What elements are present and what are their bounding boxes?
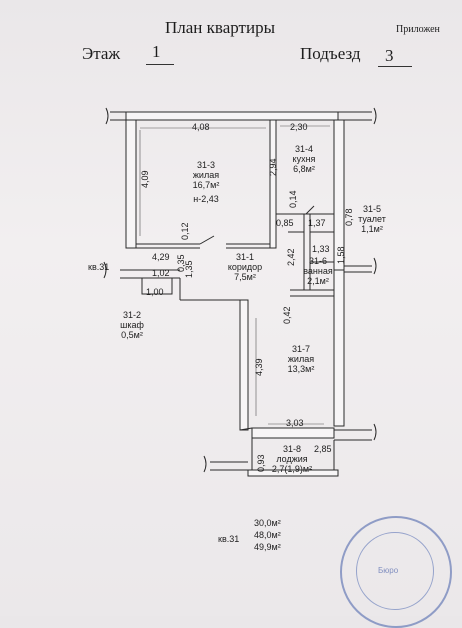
room-31-8-area: 2,7(1,9)м² bbox=[271, 464, 313, 474]
right-wall-lower bbox=[333, 269, 345, 427]
room-31-2: 31-2 шкаф 0,5м² bbox=[112, 310, 152, 340]
room-31-1-area: 7,5м² bbox=[234, 272, 256, 282]
room-31-5: 31-5 туалет 1,1м² bbox=[352, 204, 392, 234]
dim-242: 2,42 bbox=[286, 248, 296, 266]
loggia-corner bbox=[239, 427, 253, 431]
total-area: 48,0м² bbox=[254, 530, 281, 540]
appendix-label: Приложен bbox=[396, 24, 440, 35]
official-stamp: Бюро bbox=[340, 516, 452, 628]
room-31-6: 31-6 ванная 2,1м² bbox=[298, 256, 338, 286]
entrance-value: 3 bbox=[385, 46, 394, 65]
dim-085: 0,85 bbox=[276, 218, 294, 228]
wall-3-bottom-right bbox=[226, 243, 270, 249]
wall-break-right-2 bbox=[344, 265, 372, 273]
room-31-4-area: 6,8м² bbox=[293, 164, 315, 174]
entrance-underline bbox=[378, 66, 412, 67]
room-31-7: 31-7 жилая 13,3м² bbox=[276, 344, 326, 374]
room-31-8-id: 31-8 bbox=[282, 444, 301, 454]
dim-135: 1,35 bbox=[184, 260, 194, 278]
room-31-3: 31-3 жилая 16,7м² н-2,43 bbox=[176, 160, 236, 204]
dim-409: 4,09 bbox=[140, 170, 150, 188]
room-31-7-name: жилая bbox=[287, 354, 315, 364]
dim-137: 1,37 bbox=[308, 218, 326, 228]
room-31-3-area: 16,7м² bbox=[192, 180, 220, 190]
dim-100: 1,00 bbox=[146, 287, 164, 297]
floor-label: Этаж bbox=[82, 44, 121, 63]
room-31-3-height: н-2,43 bbox=[193, 194, 219, 204]
room-31-4: 31-4 кухня 6,8м² bbox=[284, 144, 324, 174]
room-31-3-name: жилая bbox=[192, 170, 220, 180]
room-31-8: 31-8 лоджия 2,7(1,9)м² bbox=[262, 444, 322, 474]
room-31-2-id: 31-2 bbox=[122, 310, 141, 320]
floor-underline bbox=[146, 64, 174, 65]
wall-break-right bbox=[338, 111, 372, 121]
room-31-6-id: 31-6 bbox=[308, 256, 327, 266]
break-mark-left bbox=[105, 107, 109, 125]
dim-133: 1,33 bbox=[312, 244, 330, 254]
room-31-4-name: кухня bbox=[292, 154, 316, 164]
loggia-parapet bbox=[247, 469, 339, 477]
dim-294: 2,94 bbox=[268, 158, 278, 176]
wall-break-left bbox=[110, 111, 126, 121]
dim-042: 0,42 bbox=[282, 306, 292, 324]
dim-230: 2,30 bbox=[290, 122, 308, 132]
break-mark-right-2 bbox=[373, 257, 377, 275]
top-wall bbox=[125, 111, 339, 121]
wall-7-top bbox=[290, 289, 334, 297]
left-wall-room7 bbox=[239, 299, 249, 431]
wall-corridor-left bbox=[120, 269, 180, 279]
dim-408: 4,08 bbox=[192, 122, 210, 132]
room-31-1-name: коридор bbox=[227, 262, 263, 272]
wall-break-right-3 bbox=[334, 429, 372, 441]
room-31-5-name: туалет bbox=[358, 214, 386, 224]
room-31-1: 31-1 коридор 7,5м² bbox=[220, 252, 270, 282]
room-31-3-id: 31-3 bbox=[196, 160, 215, 170]
room-31-1-id: 31-1 bbox=[235, 252, 254, 262]
break-mark-right-3 bbox=[373, 423, 377, 441]
room-31-6-area: 2,1м² bbox=[307, 276, 329, 286]
dim-012: 0,12 bbox=[180, 222, 190, 240]
plan-title: План квартиры bbox=[165, 18, 275, 37]
room-31-8-name: лоджия bbox=[276, 454, 308, 464]
room-31-5-id: 31-5 bbox=[362, 204, 381, 214]
door-3 bbox=[199, 235, 215, 245]
break-mark-left-2 bbox=[103, 261, 107, 279]
wall-break-bottom bbox=[210, 461, 248, 471]
wall-3-4 bbox=[269, 119, 277, 249]
room-31-4-id: 31-4 bbox=[294, 144, 313, 154]
room-31-7-id: 31-7 bbox=[291, 344, 310, 354]
corridor-bottom-left bbox=[179, 278, 240, 301]
apartment-label: кв.31 bbox=[88, 262, 110, 272]
closet-box bbox=[141, 277, 173, 295]
wall-3-bottom-left bbox=[136, 243, 200, 249]
stamp-text: Бюро bbox=[378, 566, 399, 575]
break-mark-right bbox=[373, 107, 377, 125]
room-31-5-area: 1,1м² bbox=[361, 224, 383, 234]
total-area-with-loggia: 49,9м² bbox=[254, 542, 281, 552]
wall-bath-left bbox=[303, 214, 311, 290]
wall-7-bottom bbox=[251, 427, 335, 439]
dim-285: 2,85 bbox=[314, 444, 332, 454]
dim-102: 1,02 bbox=[152, 268, 170, 278]
dim-303: 3,03 bbox=[286, 418, 304, 428]
total-living-area: 30,0м² bbox=[254, 518, 281, 528]
door-kitchen bbox=[305, 205, 315, 215]
dim-429: 4,29 bbox=[152, 252, 170, 262]
totals-label: кв.31 bbox=[218, 534, 240, 544]
dim-014: 0,14 bbox=[288, 190, 298, 208]
left-wall-upper bbox=[125, 119, 137, 249]
entrance-label: Подъезд bbox=[300, 44, 361, 63]
room-31-2-area: 0,5м² bbox=[121, 330, 143, 340]
room-31-7-area: 13,3м² bbox=[287, 364, 315, 374]
room-31-2-name: шкаф bbox=[120, 320, 144, 330]
break-mark-bottom bbox=[203, 455, 207, 473]
dim-439: 4,39 bbox=[254, 358, 264, 376]
room-31-6-name: ванная bbox=[303, 266, 333, 276]
floor-value: 1 bbox=[152, 42, 161, 61]
